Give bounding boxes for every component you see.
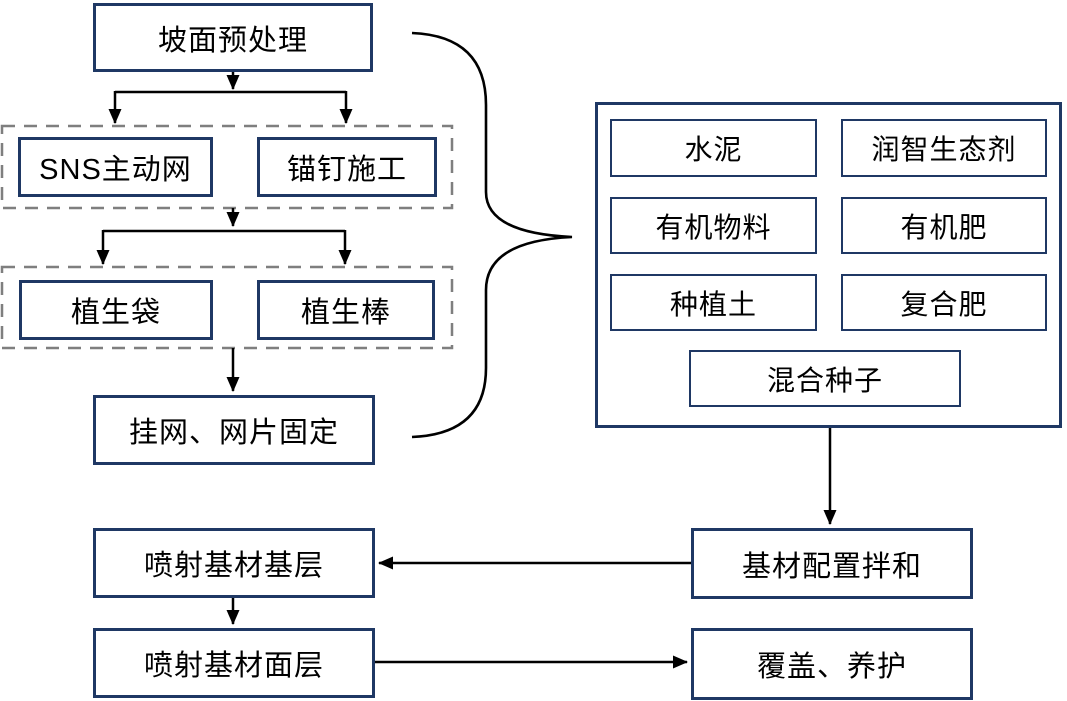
dashed-group-vegetation <box>0 265 454 350</box>
node-cement: 水泥 <box>610 119 817 177</box>
node-planting-soil: 种植土 <box>610 274 817 331</box>
node-runzhi-eco-agent: 润智生态剂 <box>841 119 1047 177</box>
node-mixed-seeds: 混合种子 <box>689 350 961 407</box>
node-vegetation-rod: 植生棒 <box>257 280 435 340</box>
node-organic-material: 有机物料 <box>610 197 817 254</box>
node-spray-substrate-surface-layer: 喷射基材面层 <box>93 628 375 698</box>
node-anchor-bolt-construction: 锚钉施工 <box>257 137 437 197</box>
node-slope-pretreatment: 坡面预处理 <box>93 3 373 72</box>
node-substrate-mixing: 基材配置拌和 <box>691 528 973 599</box>
node-spray-substrate-base-layer: 喷射基材基层 <box>93 528 375 598</box>
node-organic-fertilizer: 有机肥 <box>841 197 1047 254</box>
node-sns-active-net: SNS主动网 <box>18 137 213 197</box>
curly-brace <box>411 31 573 439</box>
node-compound-fertilizer: 复合肥 <box>841 274 1047 331</box>
node-net-hanging-fixing: 挂网、网片固定 <box>93 395 375 465</box>
node-vegetation-bag: 植生袋 <box>19 280 213 340</box>
dashed-group-protection-net <box>0 124 454 210</box>
node-cover-curing: 覆盖、养护 <box>691 628 973 700</box>
